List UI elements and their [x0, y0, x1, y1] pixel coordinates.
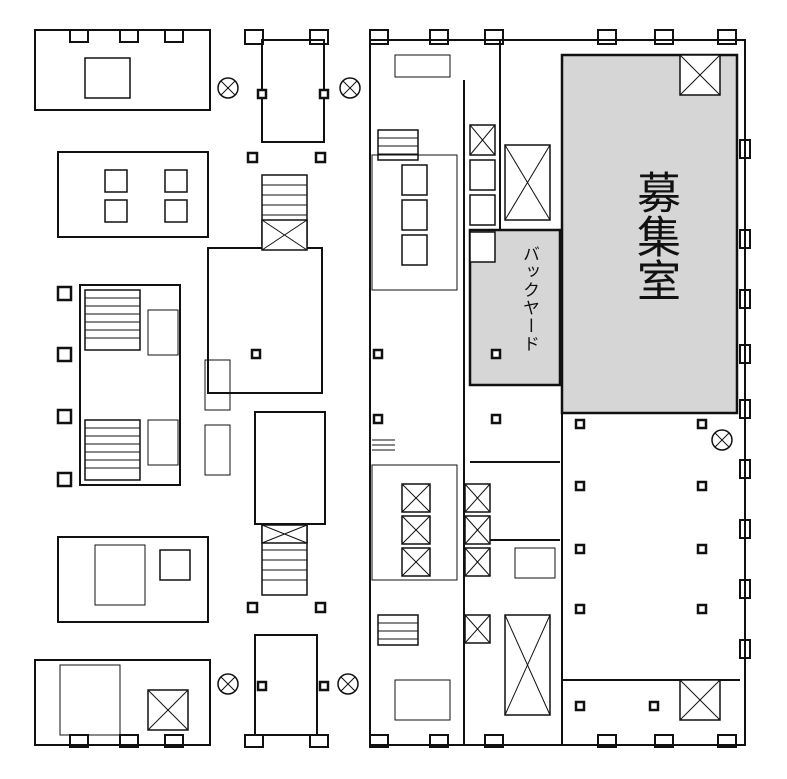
interior-partitions	[59, 54, 556, 736]
stair-icon	[84, 129, 419, 646]
facade-notches	[69, 29, 751, 748]
elevator-icon	[84, 54, 721, 731]
recruitment-room-label: 募集室	[629, 170, 680, 302]
recruitment-room-area	[560, 53, 739, 415]
crossed-lamp-icon	[217, 77, 733, 695]
column-marker-icon	[56, 88, 708, 712]
backyard-label: バックヤード	[519, 245, 539, 353]
